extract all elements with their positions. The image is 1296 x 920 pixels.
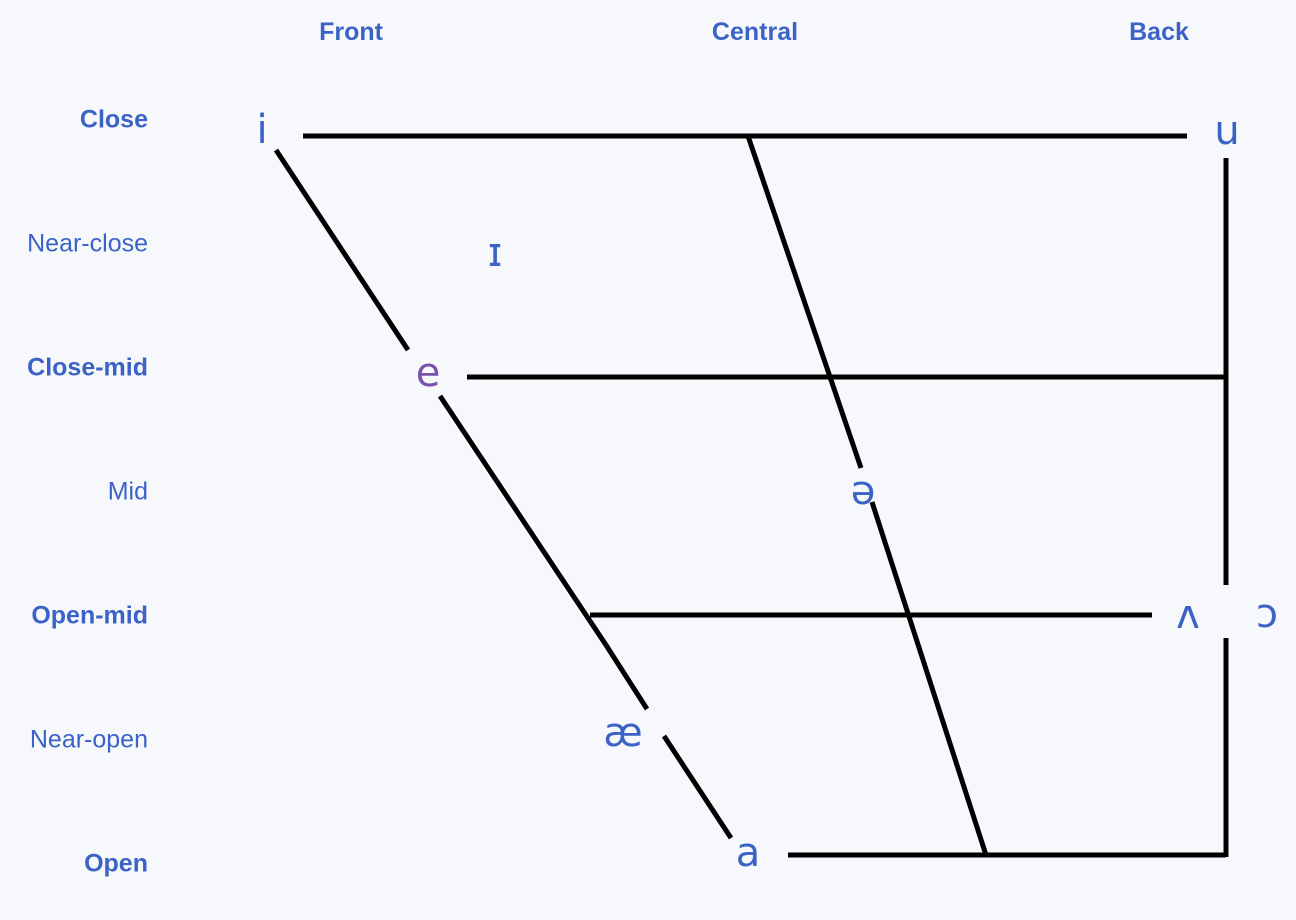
vowel-symbol-e[interactable]: e [415,350,441,396]
column-label-back: Back [1129,18,1189,46]
row-label-open-mid: Open-mid [31,601,148,630]
row-label-close-mid: Close-mid [27,353,148,382]
central-line-upper [745,135,864,469]
vowel-symbol-schwa[interactable]: ə [850,468,876,514]
front-edge-segment-upper [273,148,411,352]
vowel-symbol-i[interactable]: i [256,107,268,153]
central-line-lower [869,501,989,856]
column-label-central: Central [711,18,799,46]
vowel-symbol-u[interactable]: u [1214,108,1240,154]
row-label-close: Close [79,105,148,134]
front-edge-segment-middle [437,394,609,647]
row-label-open: Open [84,849,148,878]
front-edge-segment-bottom [661,734,734,840]
vowel-symbol-open-o[interactable]: ɔ [1256,591,1278,637]
vowel-symbol-small-capital-i[interactable]: ɪ [487,230,503,276]
row-label-near-open: Near-open [29,725,148,754]
row-label-near-close: Near-close [27,229,148,258]
column-label-front: Front [319,18,383,46]
front-edge-segment-lower [603,643,650,711]
vowel-symbol-a[interactable]: a [735,830,761,876]
vowel-symbol-ash[interactable]: æ [603,710,643,756]
row-label-mid: Mid [107,477,148,506]
vowel-symbol-turned-v[interactable]: ʌ [1176,592,1200,638]
